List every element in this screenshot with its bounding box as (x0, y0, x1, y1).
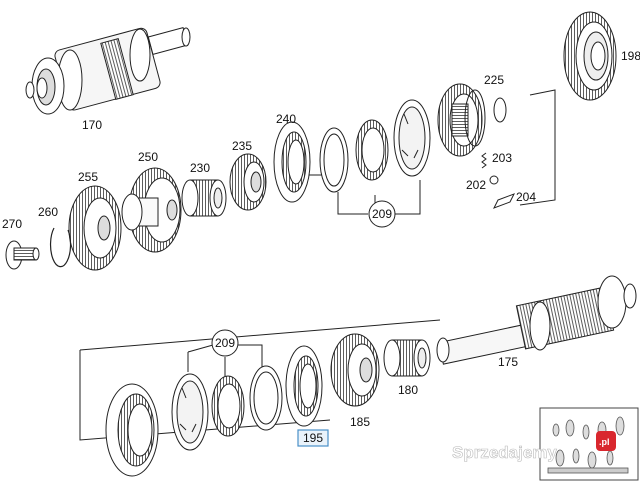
part-240-washer (273, 121, 311, 203)
part-180-needle-bearing (383, 339, 431, 377)
thumbnail-inset (539, 407, 639, 481)
part-175-main-shaft (436, 275, 637, 365)
watermark: Sprzedajemy .pl (452, 431, 616, 462)
part-lower-synchro-ring-1 (249, 365, 283, 431)
label-203: 203 (492, 151, 512, 165)
part-upper-synchro-ring-1 (393, 99, 431, 177)
part-230-needle-bearing (181, 179, 227, 217)
label-170: 170 (82, 118, 102, 132)
part-198-gear-ring (563, 11, 617, 101)
part-185-gear (330, 333, 380, 407)
label-180: 180 (398, 383, 418, 397)
label-209-lower: 209 (215, 336, 235, 350)
highlight-box-195 (297, 429, 329, 447)
callout-209-upper (368, 200, 396, 228)
watermark-text: Sprzedajemy (452, 443, 557, 462)
watermark-badge (596, 431, 616, 451)
part-204-key (492, 193, 516, 209)
label-195: 195 (303, 431, 323, 445)
part-lower-synchro-ring-3 (171, 373, 209, 451)
label-240: 240 (276, 112, 296, 126)
part-250-cluster-gear (121, 167, 182, 253)
label-255: 255 (78, 170, 98, 184)
label-250: 250 (138, 150, 158, 164)
label-185: 185 (350, 415, 370, 429)
part-lower-synchro-ring-2 (211, 375, 245, 437)
part-260-circlip (49, 227, 72, 268)
part-lower-shift-sleeve (105, 383, 159, 477)
label-198: 198 (621, 49, 640, 63)
label-230: 230 (190, 161, 210, 175)
part-203-spring (481, 152, 487, 169)
frame-lines (79, 89, 556, 441)
label-270: 270 (2, 217, 22, 231)
part-270-bolt (5, 240, 40, 270)
label-235: 235 (232, 139, 252, 153)
label-204: 204 (516, 190, 536, 204)
part-195-synchro-ring (285, 345, 323, 427)
part-225-synchro-hub (437, 83, 507, 157)
part-170-input-shaft (25, 27, 191, 115)
label-225: 225 (484, 73, 504, 87)
part-labels: 170 198 225 240 235 230 250 255 203 202 … (2, 49, 640, 445)
part-upper-synchro-ring-3 (319, 127, 349, 193)
label-260: 260 (38, 205, 58, 219)
part-202-ball (489, 175, 499, 185)
watermark-badge-text: .pl (599, 437, 610, 447)
callout-209-lower (211, 329, 239, 357)
part-235-gear (229, 153, 267, 211)
part-255-gear (68, 185, 122, 271)
label-202: 202 (466, 178, 486, 192)
label-175: 175 (498, 355, 518, 369)
label-209-upper: 209 (372, 207, 392, 221)
part-upper-synchro-ring-2 (355, 119, 389, 181)
